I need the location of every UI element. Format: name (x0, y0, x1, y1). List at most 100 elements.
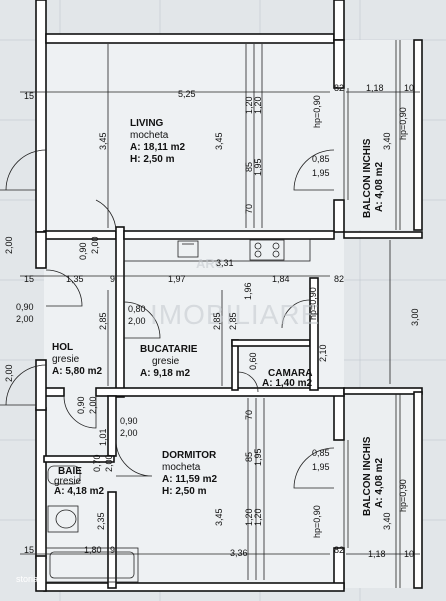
dim-label: 2,00 (16, 314, 34, 324)
baie-floor: gresie (54, 476, 82, 487)
dim-label: 5,25 (178, 89, 196, 99)
dim-label: 0,90 (76, 396, 86, 414)
dim-label: 0,80 (128, 304, 146, 314)
dim-label: hp=0,90 (398, 479, 408, 512)
dim-label: 2,00 (4, 236, 14, 254)
camara-area: A: 1,40 m2 (262, 378, 312, 389)
bucatarie-area: A: 9,18 m2 (140, 368, 190, 379)
dormitor-name: DORMITOR (162, 450, 217, 461)
dim-label: 3,45 (98, 132, 108, 150)
watermark-text: IMOBILIARE (150, 299, 320, 330)
dim-label: 15 (24, 274, 34, 284)
bucatarie-floor: gresie (152, 356, 180, 367)
dormitor-area: A: 11,59 m2 (162, 474, 217, 485)
dim-label: 0,60 (248, 352, 258, 370)
dim-label: 1,96 (243, 282, 253, 300)
dim-label: 3,40 (382, 512, 392, 530)
camara-name: CAMARA (268, 368, 312, 379)
bathroom-fixtures (45, 465, 139, 583)
door-swings (0, 149, 335, 489)
balcon-top-area: A: 4,08 m2 (374, 162, 385, 212)
dim-label: 1,18 (368, 549, 386, 559)
hol-area: A: 5,80 m2 (52, 366, 102, 377)
dim-label: 15 (24, 91, 34, 101)
dim-label: 2,10 (318, 344, 328, 362)
dim-label: 1,84 (272, 274, 290, 284)
dim-label: 1,20 (253, 96, 263, 114)
dormitor-floor: mocheta (162, 462, 201, 473)
dim-label: 3,36 (230, 548, 248, 558)
balcon-bottom-name: BALCON INCHIS (362, 436, 373, 516)
living-name: LIVING (130, 118, 164, 129)
dim-label: 1,95 (253, 448, 263, 466)
dim-label: 15 (24, 545, 34, 555)
balcon-bottom-area: A: 4,08 m2 (374, 458, 385, 508)
dim-label: 2,00 (90, 236, 100, 254)
dim-label: 9 (110, 274, 115, 284)
dim-label: 85 (244, 162, 254, 172)
dim-label: 1,80 (84, 545, 102, 555)
dim-label: 0,85 (312, 154, 330, 164)
dim-label: 2,00 (120, 428, 138, 438)
dim-label: hp=0,90 (398, 107, 408, 140)
room-labels: LIVING mocheta A: 18,11 m2 H: 2,50 m HOL… (52, 118, 385, 516)
dim-label: hp=0,90 (308, 287, 318, 320)
dormitor-height: H: 2,50 m (162, 486, 207, 497)
room-fills (44, 40, 422, 588)
dim-label: 0,90 (120, 416, 138, 426)
living-floor: mocheta (130, 130, 169, 141)
dim-label: 3,40 (382, 132, 392, 150)
dim-label: 1,18 (366, 83, 384, 93)
interior-walls (35, 39, 423, 589)
storia-logo: storia (16, 574, 38, 584)
dim-label: 2,85 (228, 312, 238, 330)
hol-name: HOL (52, 342, 73, 353)
dim-label: 1,35 (66, 274, 84, 284)
dim-label: 9 (110, 545, 115, 555)
dim-label: 3,00 (410, 308, 420, 326)
dim-label: 0,90 (78, 242, 88, 260)
dim-label: 1,20 (253, 508, 263, 526)
dim-label: 0,90 (16, 302, 34, 312)
dim-label: 2,00 (104, 454, 114, 472)
dim-label: 1,95 (312, 462, 330, 472)
dim-label: 85 (244, 452, 254, 462)
dim-label: 1,20 (244, 96, 254, 114)
dim-label: 1,20 (244, 508, 254, 526)
dim-label: 3,45 (214, 132, 224, 150)
dim-label: 82 (334, 274, 344, 284)
dim-label: 2,00 (128, 316, 146, 326)
living-height: H: 2,50 m (130, 154, 175, 165)
bucatarie-name: BUCATARIE (140, 344, 198, 355)
dim-label: 0,85 (312, 448, 330, 458)
dim-label: 2,00 (4, 364, 14, 382)
dim-label: 3,45 (214, 508, 224, 526)
dim-label: 1,01 (98, 428, 108, 446)
dim-label: 1,95 (253, 158, 263, 176)
dim-label: 2,35 (96, 512, 106, 530)
dim-label: hp=0,90 (312, 95, 322, 128)
living-area: A: 18,11 m2 (130, 142, 185, 153)
dim-label: 2,85 (212, 312, 222, 330)
hol-floor: gresie (52, 354, 80, 365)
dim-label: 0,70 (92, 454, 102, 472)
dimension-labels: 15 5,25 82 1,18 10 3,45 3,45 1,20 1,20 h… (4, 83, 420, 559)
watermark-small: ARC (196, 256, 225, 271)
dim-label: hp=0,90 (312, 505, 322, 538)
balcon-top-name: BALCON INCHIS (362, 138, 373, 218)
dim-label: 82 (334, 545, 344, 555)
dim-label: 70 (244, 204, 254, 214)
kitchen-fixtures (123, 238, 311, 262)
dim-label: 70 (244, 410, 254, 420)
dim-label: 82 (334, 83, 344, 93)
dim-label: 10 (404, 83, 414, 93)
dim-label: 2,85 (98, 312, 108, 330)
dimension-lines (20, 44, 420, 580)
dim-label: 3,31 (216, 258, 234, 268)
balcony-windows (343, 40, 401, 588)
baie-name: BAIE (58, 466, 82, 477)
dim-label: 1,97 (168, 274, 186, 284)
dim-label: 1,95 (312, 168, 330, 178)
dim-label: 2,00 (88, 396, 98, 414)
